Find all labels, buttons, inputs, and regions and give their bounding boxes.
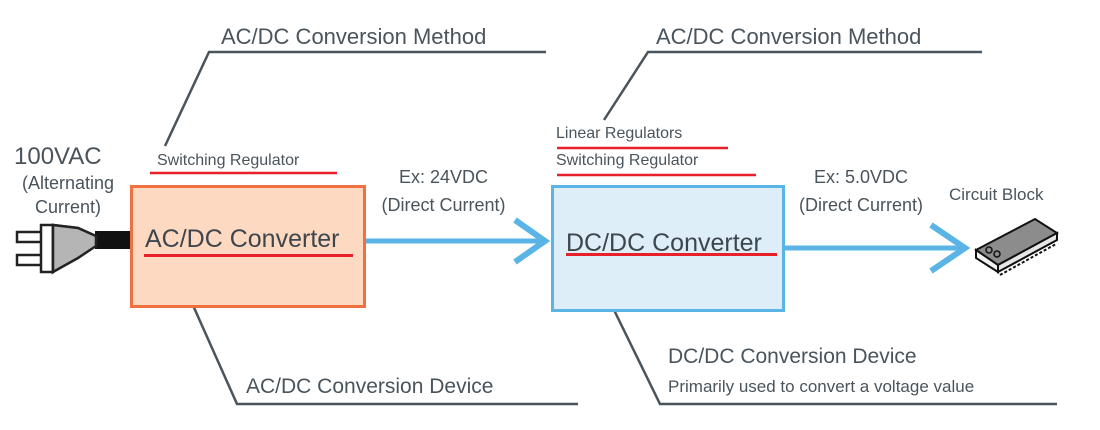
dc-dc-device-title: DC/DC Conversion Device <box>668 345 917 368</box>
source-voltage: 100VAC <box>14 143 102 170</box>
dc-dc-method-title: AC/DC Conversion Method <box>656 24 922 49</box>
source-type-line1: (Alternating <box>21 173 115 193</box>
ac-dc-method-switching-regulator: Switching Regulator <box>157 152 300 169</box>
dc-dc-device-subtitle: Primarily used to convert a voltage valu… <box>668 377 975 396</box>
link1-example: Ex: 24VDC <box>398 167 489 187</box>
ac-dc-method-leader-line <box>163 50 546 147</box>
dc-dc-converter-label: DC/DC Converter <box>566 229 762 257</box>
arrow-24vdc <box>366 217 551 265</box>
dc-dc-converter-underline <box>566 253 777 256</box>
dc-dc-method-leader-line <box>602 50 982 121</box>
circuit-block-label: Circuit Block <box>949 185 1044 204</box>
arrow-5vdc <box>783 222 971 274</box>
circuit-block-icon <box>974 217 1059 276</box>
link2-type: (Direct Current) <box>798 195 923 215</box>
ac-dc-converter-label: AC/DC Converter <box>145 225 340 253</box>
ac-dc-device-title: AC/DC Conversion Device <box>246 375 494 398</box>
link2-example: Ex: 5.0VDC <box>813 167 909 187</box>
dc-dc-converter-box <box>551 185 785 312</box>
dc-dc-method-linear-regulators: Linear Regulators <box>556 125 683 142</box>
ac-dc-method-title: AC/DC Conversion Method <box>221 24 487 49</box>
ac-plug-icon <box>15 223 98 275</box>
ac-dc-device-leader-line <box>173 264 578 406</box>
plug-cord <box>95 231 132 249</box>
ac-dc-converter-underline <box>144 254 353 257</box>
link1-type: (Direct Current) <box>381 195 506 215</box>
source-type-line2: Current) <box>34 197 101 217</box>
dc-dc-method-switching-regulator: Switching Regulator <box>556 152 699 169</box>
ac-dc-converter-box <box>130 185 366 308</box>
